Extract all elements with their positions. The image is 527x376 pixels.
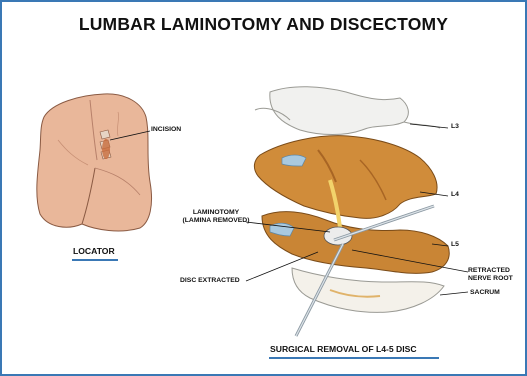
- incision-label: INCISION: [151, 126, 181, 134]
- retracted-label-line1: RETRACTED: [468, 267, 513, 275]
- locator-caption: LOCATOR: [73, 246, 115, 256]
- locator-figure: [37, 94, 152, 231]
- l4-label: L4: [451, 191, 459, 199]
- laminotomy-label-line2: (LAMINA REMOVED): [171, 217, 261, 225]
- surgical-caption-rule: [269, 357, 439, 359]
- l3-label: L3: [451, 123, 459, 131]
- locator-caption-rule: [72, 259, 118, 261]
- laminotomy-label: LAMINOTOMY (LAMINA REMOVED): [171, 209, 261, 225]
- laminotomy-label-line1: LAMINOTOMY: [171, 209, 261, 217]
- sacrum-label: SACRUM: [470, 289, 500, 297]
- retracted-nerve-root-label: RETRACTED NERVE ROOT: [468, 267, 513, 283]
- retracted-label-line2: NERVE ROOT: [468, 275, 513, 283]
- disc-extracted-label: DISC EXTRACTED: [180, 277, 240, 285]
- spine-figure: [254, 87, 449, 336]
- surgical-caption: SURGICAL REMOVAL OF L4-5 DISC: [270, 344, 417, 354]
- l5-label: L5: [451, 241, 459, 249]
